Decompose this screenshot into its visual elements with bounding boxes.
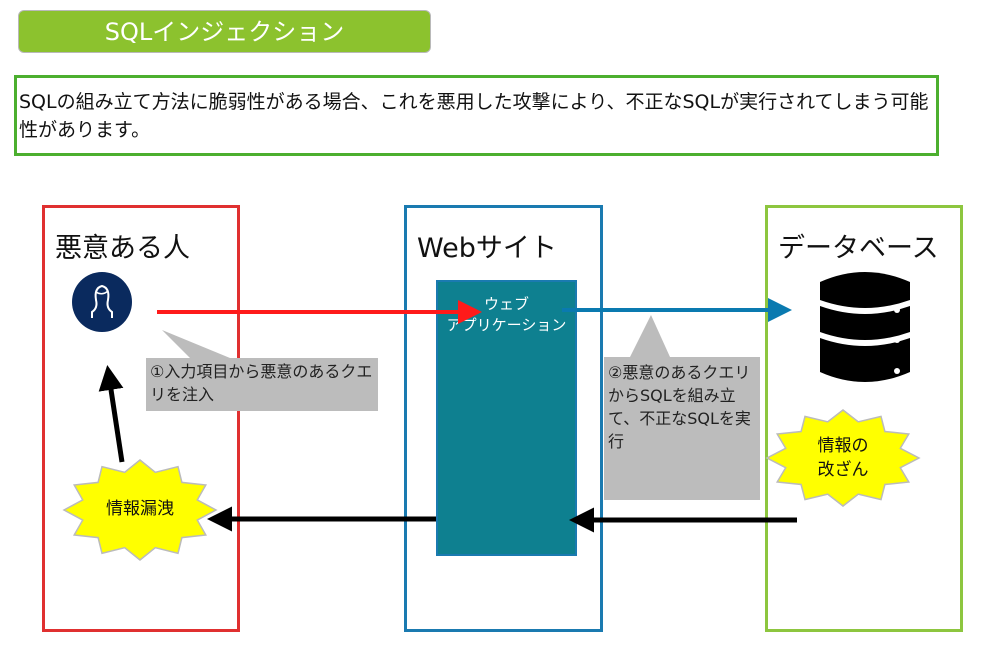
step1-callout: ①入力項目から悪意のあるクエリを注入	[146, 358, 378, 411]
leak-up-arrow	[98, 365, 125, 463]
tamper-label: 情報の 改ざん	[783, 434, 903, 482]
description-box: SQLの組み立て方法に脆弱性がある場合、これを悪用した攻撃により、不正なSQLが…	[14, 75, 939, 156]
app-label-1: ウェブ	[483, 295, 529, 313]
database-icon	[820, 272, 910, 382]
attacker-title: 悪意ある人	[55, 233, 190, 264]
page-title: SQLインジェクション	[18, 10, 431, 53]
database-column: データベース	[765, 205, 963, 632]
tamper-label-2: 改ざん	[817, 460, 869, 480]
callout1-tail	[162, 330, 230, 358]
leak-label: 情報漏洩	[106, 499, 174, 519]
website-column: Webサイト	[404, 205, 603, 632]
website-title: Webサイト	[417, 233, 557, 264]
user-icon	[72, 272, 132, 332]
tamper-label-1: 情報の	[817, 436, 869, 456]
web-application-box: ウェブ アプリケーション	[436, 280, 577, 556]
callout2-tail	[630, 315, 670, 357]
database-title: データベース	[778, 233, 939, 264]
attacker-column: 悪意ある人	[42, 205, 240, 632]
step2-callout: ②悪意のあるクエリからSQLを組み立て、不正なSQLを実行	[604, 357, 760, 500]
leak-burst	[62, 459, 218, 561]
tamper-burst	[765, 409, 921, 507]
